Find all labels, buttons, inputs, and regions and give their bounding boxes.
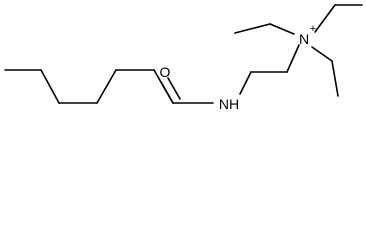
bond-c4-c5 — [96, 69, 117, 104]
ammonium-nitrogen-label: N — [299, 31, 309, 47]
bond-c2-c3 — [40, 69, 60, 104]
positive-charge-label: + — [310, 23, 316, 35]
bond-nplus-ethyl2-a — [314, 4, 336, 33]
bond-nplus-ethyl3-a — [311, 46, 333, 62]
bond-carbonyl-double-1 — [160, 81, 174, 104]
bond-carbonyl-double-2 — [167, 77, 181, 100]
bond-ethyl1-b — [234, 23, 271, 34]
bond-ch2-nplus — [286, 44, 300, 73]
oxygen-label: O — [160, 64, 171, 80]
bond-nplus-ethyl1-a — [269, 23, 295, 35]
structure-diagram: O NH N + — [4, 4, 363, 112]
bond-ethyl3-b — [331, 60, 339, 97]
amide-nh-label: NH — [219, 96, 239, 112]
bond-nh-ch2 — [239, 71, 252, 95]
